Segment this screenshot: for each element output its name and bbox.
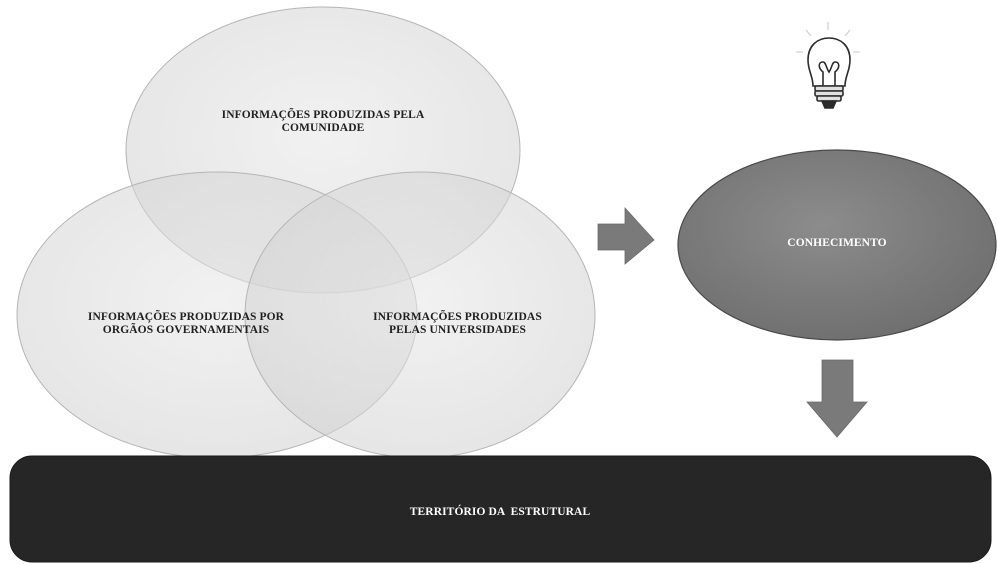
lightbulb-icon — [796, 22, 860, 109]
territory-label-text: TERRITÓRIO DA ESTRUTURAL — [409, 506, 591, 518]
venn-label-universities: INFORMAÇÕES PRODUZIDAS PELAS UNIVERSIDAD… — [340, 311, 575, 337]
venn-label-government: INFORMAÇÕES PRODUZIDAS POR ORGÃOS GOVERN… — [56, 311, 316, 337]
venn-label-government-line2: ORGÃOS GOVERNAMENTAIS — [102, 324, 270, 336]
venn-label-government-line1: INFORMAÇÕES PRODUZIDAS POR — [87, 311, 285, 323]
venn-label-universities-line1: INFORMAÇÕES PRODUZIDAS — [373, 311, 542, 323]
arrow-down-icon — [806, 359, 868, 438]
territory-bar — [9, 455, 992, 563]
territory-label: TERRITÓRIO DA ESTRUTURAL — [300, 506, 700, 519]
knowledge-label-text: CONHECIMENTO — [787, 237, 887, 249]
venn-label-universities-line2: PELAS UNIVERSIDADES — [388, 324, 527, 336]
knowledge-label: CONHECIMENTO — [737, 237, 937, 250]
venn-label-community: INFORMAÇÕES PRODUZIDAS PELA COMUNIDADE — [193, 109, 453, 135]
arrow-right-icon — [597, 206, 655, 265]
venn-label-community-line2: COMUNIDADE — [281, 122, 365, 134]
venn-label-community-line1: INFORMAÇÕES PRODUZIDAS PELA — [221, 109, 425, 121]
knowledge-ellipse — [677, 149, 997, 341]
